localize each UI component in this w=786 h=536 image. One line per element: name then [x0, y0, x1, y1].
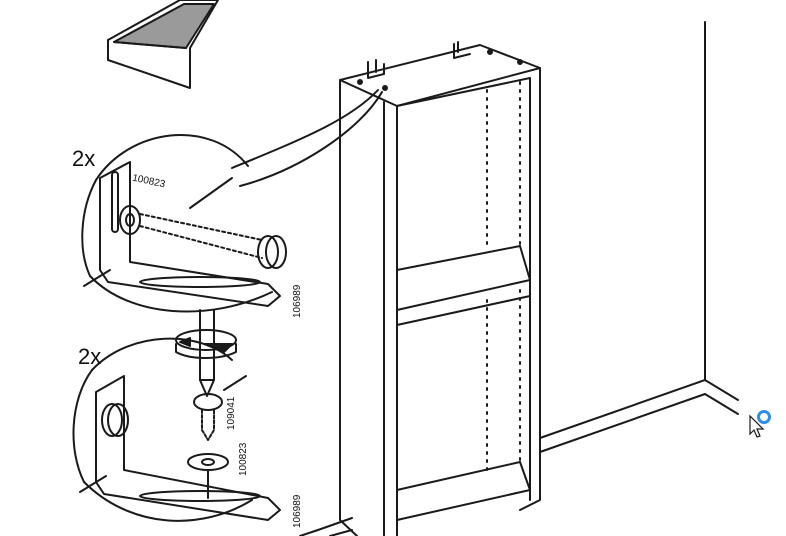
drawer-thumbnail: [107, 0, 219, 89]
step1-quantity: 2x: [72, 146, 96, 171]
step2-screw-code: 109041: [226, 396, 237, 430]
busy-pointer-icon: [749, 410, 771, 438]
step2-bracket-code: 106989: [292, 494, 303, 528]
callout-line-1: [231, 89, 379, 169]
detail-circle-1: [81, 134, 287, 313]
step2-washer-code: 100823: [238, 442, 249, 476]
step2-quantity: 2x: [78, 344, 102, 369]
detail-circle-2: [72, 337, 281, 522]
bookcase-drawing: [339, 41, 541, 536]
room-corner: [299, 21, 739, 536]
screwdriver: [175, 309, 237, 397]
step1-bracket-code: 106989: [292, 284, 303, 318]
